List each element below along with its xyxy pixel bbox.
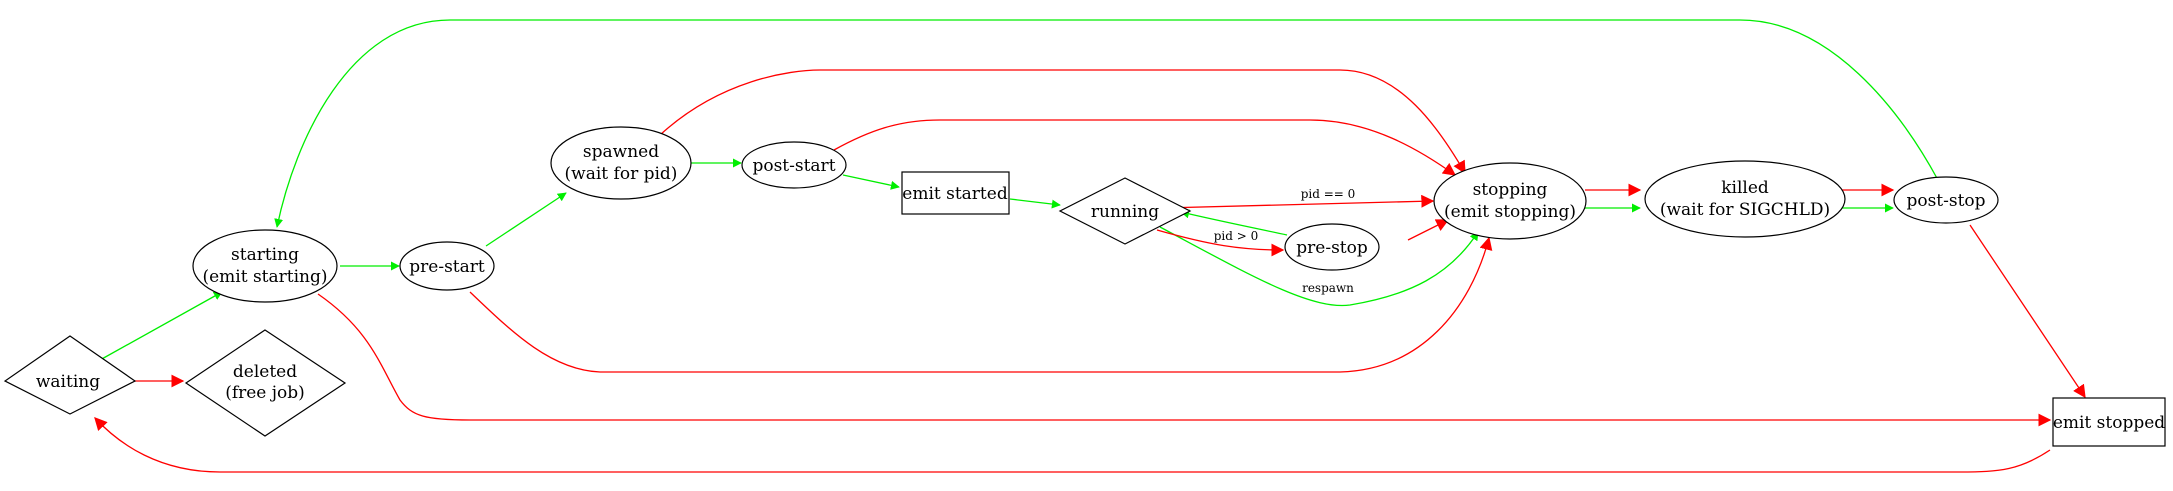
edge-label-respawn: respawn <box>1302 281 1354 295</box>
edge-prestop-running <box>1180 209 1288 236</box>
edge-label-pid-eq-0: pid == 0 <box>1301 187 1356 201</box>
state-running-label: running <box>1091 202 1159 222</box>
state-waiting-label: waiting <box>36 372 100 392</box>
state-emit-started-label: emit started <box>902 184 1008 204</box>
edge-running-stopping-respawn <box>1159 226 1479 307</box>
state-deleted: deleted (free job) <box>184 329 347 437</box>
state-deleted-label-line1: deleted <box>233 362 297 382</box>
edge-running-prestop <box>1156 229 1285 257</box>
state-stopping-label-line2: (emit stopping) <box>1444 202 1576 222</box>
state-post-start-label: post-start <box>752 156 835 176</box>
state-waiting: waiting <box>3 335 137 415</box>
edge-spawned-stopping <box>659 69 1466 175</box>
state-emit-stopped: emit stopped <box>2052 397 2166 447</box>
state-starting-label-line1: starting <box>231 245 299 265</box>
edge-poststop-emitstopped <box>1969 224 2086 399</box>
state-emit-stopped-label: emit stopped <box>2053 413 2165 433</box>
edge-emitstarted-running <box>1009 198 1061 209</box>
state-killed-label-line2: (wait for SIGCHLD) <box>1660 200 1830 220</box>
edge-label-pid-gt-0: pid > 0 <box>1214 229 1259 243</box>
state-pre-stop-label: pre-stop <box>1296 238 1368 258</box>
state-spawned-label-line2: (wait for pid) <box>565 164 678 184</box>
edge-waiting-starting <box>99 291 223 361</box>
state-spawned-label-line1: spawned <box>583 142 659 162</box>
edge-prestart-spawned <box>485 192 567 247</box>
state-deleted-label-line2: (free job) <box>225 383 305 403</box>
edge-labels: pid == 0 pid > 0 respawn <box>1214 187 1356 295</box>
state-spawned: spawned (wait for pid) <box>550 126 692 200</box>
state-post-start: post-start <box>741 141 847 189</box>
failure-edges <box>94 69 2086 473</box>
edge-starting-emitstopped <box>317 293 2052 427</box>
state-killed: killed (wait for SIGCHLD) <box>1644 160 1846 238</box>
edge-poststart-emitstarted <box>842 174 900 190</box>
state-pre-stop: pre-stop <box>1284 223 1380 271</box>
state-running: running <box>1058 177 1192 245</box>
edge-poststart-stopping <box>833 119 1457 176</box>
state-stopping: stopping (emit stopping) <box>1433 162 1587 240</box>
state-emit-started: emit started <box>901 171 1010 215</box>
state-stopping-label-line1: stopping <box>1473 180 1548 200</box>
edge-prestop-stopping <box>1407 219 1450 241</box>
state-pre-start-label: pre-start <box>409 257 485 277</box>
state-starting: starting (emit starting) <box>192 229 338 303</box>
edge-prestart-stopping <box>469 236 1493 373</box>
success-edges <box>99 19 1939 361</box>
state-post-stop-label: post-stop <box>1906 191 1985 211</box>
state-starting-label-line2: (emit starting) <box>202 267 327 287</box>
edge-emitstopped-waiting <box>94 417 2051 473</box>
edge-running-stopping-pid0 <box>1162 194 1435 209</box>
state-post-stop: post-stop <box>1893 176 1999 224</box>
edge-poststop-starting <box>274 19 1939 228</box>
state-killed-label-line1: killed <box>1721 178 1769 198</box>
state-pre-start: pre-start <box>399 241 495 291</box>
